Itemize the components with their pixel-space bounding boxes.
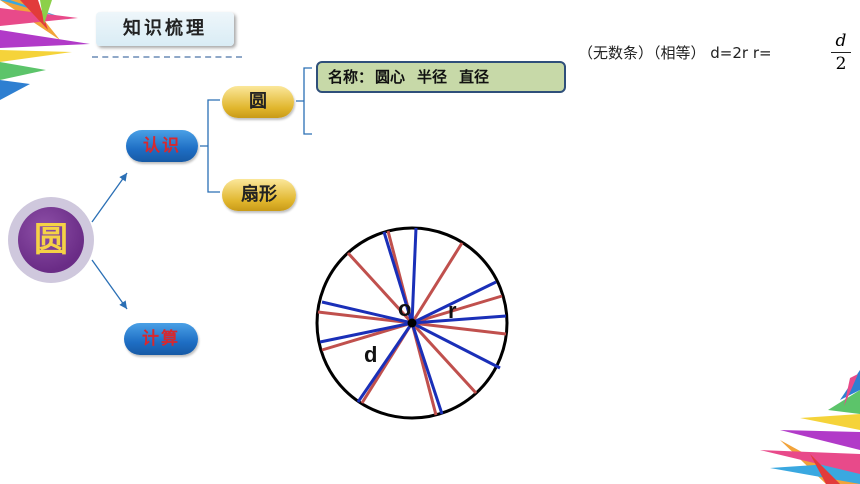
section-title: 知识梳理 (96, 12, 234, 46)
bracket-circle (296, 67, 312, 135)
center-point (407, 318, 417, 328)
node-sector[interactable]: 扇形 (222, 179, 296, 211)
circle-outline (315, 226, 509, 420)
arrow-to-recognize (91, 172, 128, 223)
formula-text: （无数条）（相等） d=2r r= (578, 44, 772, 62)
formula-fraction: d 2 (831, 30, 851, 75)
name-center: 圆心 (375, 68, 406, 86)
title-dashed-underline (92, 56, 242, 58)
radius-line (356, 322, 414, 403)
names-box: 名称：圆心半径直径 (316, 61, 566, 93)
root-node-label: 圆 (34, 220, 68, 260)
branch-recognize[interactable]: 认识 (126, 130, 198, 162)
fraction-numerator: d (835, 31, 847, 51)
decorative-corner-bottom-right (760, 370, 860, 484)
names-label: 名称： (328, 68, 374, 86)
diameter-label: d (364, 342, 377, 367)
radius-line (321, 300, 413, 325)
name-diameter: 直径 (459, 68, 490, 86)
bracket-recognize (200, 99, 220, 193)
node-circle[interactable]: 圆 (222, 86, 294, 118)
circle-diagram: o r d (315, 226, 509, 420)
root-node[interactable] (18, 207, 84, 273)
fraction-bar (831, 52, 851, 53)
name-radius: 半径 (417, 68, 448, 86)
radius-line (410, 227, 418, 324)
radius-line (382, 231, 414, 324)
radius-line (411, 314, 507, 325)
radius-label: r (448, 298, 457, 323)
fraction-denominator: 2 (835, 54, 847, 74)
center-label: o (398, 296, 411, 321)
arrow-to-calculate (91, 259, 128, 310)
radius-line (411, 280, 497, 325)
radius-line (319, 321, 413, 344)
branch-calculate[interactable]: 计算 (124, 323, 198, 355)
decorative-corner-top-left (0, 0, 90, 100)
radius-line (411, 321, 501, 370)
radius-line (410, 322, 444, 415)
